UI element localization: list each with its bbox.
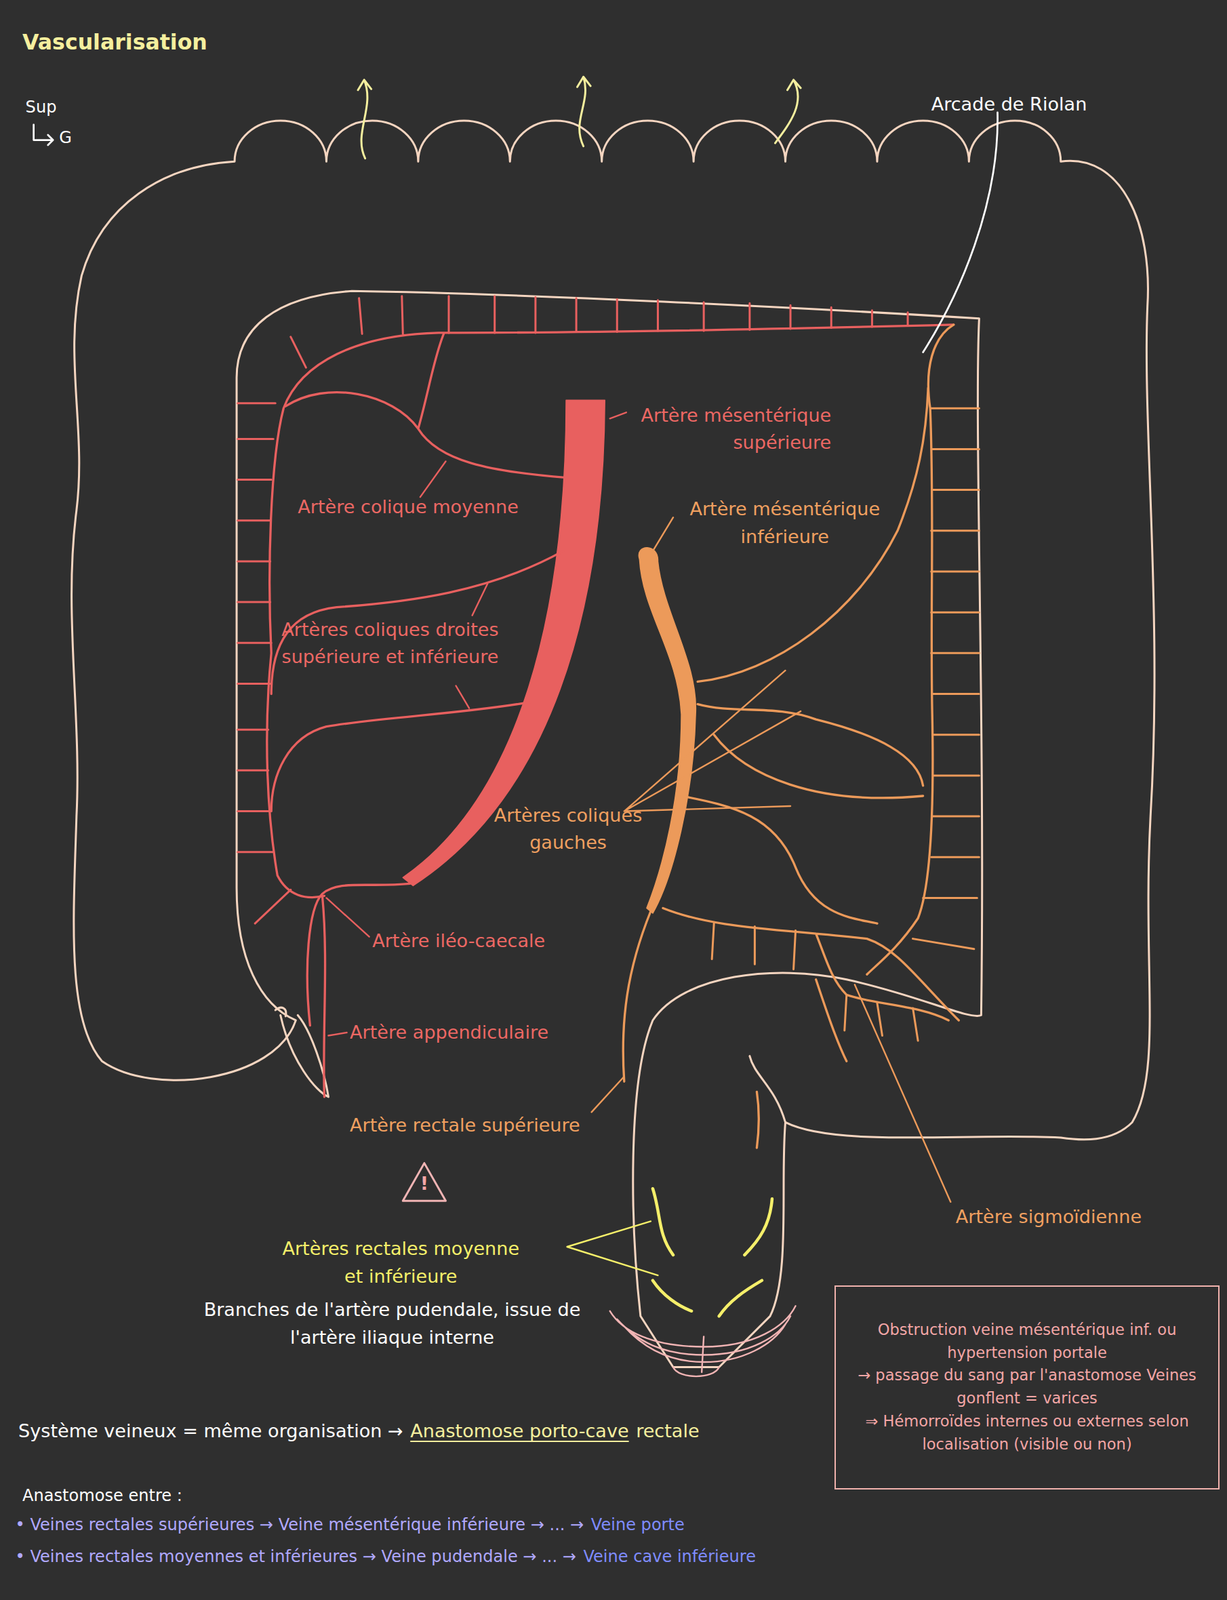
annotation-label: ! — [414, 1170, 435, 1198]
text-row: • Veines rectales moyennes et inférieure… — [15, 1544, 756, 1569]
left-colic-arteries — [681, 387, 929, 924]
annotation-label: Anastomose entre : — [22, 1483, 183, 1508]
superior-rectal-artery — [622, 911, 759, 1148]
note-text: → passage du sang par l'anastomose Veine… — [848, 1363, 1207, 1411]
annotation-label: Artères coliques gauches — [486, 801, 651, 857]
annotation-label: Artère colique moyenne — [297, 493, 518, 522]
marginal-arcade-left — [867, 324, 954, 975]
text-row: • Veines rectales supérieures → Veine mé… — [15, 1512, 685, 1537]
yellow-leader-lines — [567, 1220, 659, 1276]
ileocecal-artery — [307, 883, 411, 1097]
colon-outline — [71, 120, 1155, 1368]
annotation-label: Sup — [25, 94, 57, 120]
annotation-label: Artères coliques droites supérieure et i… — [275, 616, 506, 672]
annotation-label: Artère iléo-caecale — [372, 927, 546, 956]
note-text: ⇒ Hémorroïdes internes ou externes selon… — [848, 1410, 1207, 1457]
marginal-arcade-right — [267, 324, 954, 898]
right-colic-arteries — [271, 551, 563, 812]
annotation-label: Artère appendiculaire — [349, 1018, 549, 1047]
annotation-label: Veine porte — [591, 1512, 685, 1537]
annotation-label: Veine cave inférieure — [582, 1544, 756, 1569]
annotation-label: Arcade de Riolan — [931, 90, 1088, 119]
warning-triangle — [402, 1163, 446, 1202]
anal-sphincter — [610, 1305, 796, 1377]
annotation-label: Branches de l'artère pudendale, issue de… — [190, 1296, 594, 1352]
annotation-label: Anastomose porto-cave — [410, 1417, 629, 1446]
annotation-label: • Veines rectales supérieures → Veine mé… — [15, 1512, 585, 1537]
annotation-label: Artère mésentérique inférieure — [675, 495, 895, 551]
diagram-title: Vascularisation — [22, 26, 208, 59]
annotation-label: Système veineux = même organisation → — [18, 1417, 404, 1446]
note-box: Obstruction veine mésentérique inf. ou h… — [834, 1285, 1221, 1490]
annotation-label: • Veines rectales moyennes et inférieure… — [15, 1544, 577, 1569]
note-text: Obstruction veine mésentérique inf. ou h… — [848, 1318, 1207, 1365]
sigmoid-arteries — [662, 907, 959, 1061]
annotation-label: Artère rectale supérieure — [349, 1111, 581, 1140]
annotation-label: rectale — [635, 1417, 699, 1446]
orientation-arrow — [33, 124, 54, 146]
orange-leader-lines — [591, 517, 952, 1202]
sigmoid-fold — [749, 1056, 786, 1123]
annotation-label: Artère mésentérique supérieure — [596, 401, 832, 457]
annotation-label: G — [58, 125, 72, 150]
annotation-label: Artère sigmoïdienne — [955, 1203, 1142, 1232]
flow-arrows — [357, 76, 801, 158]
middle-colic-artery — [285, 333, 567, 478]
ileum-stub — [275, 1007, 287, 1017]
inferior-mesenteric-trunk — [638, 547, 696, 914]
riolan-leader — [923, 112, 998, 353]
text-row: Système veineux = même organisation →Ana… — [18, 1417, 700, 1446]
annotation-label: Artères rectales moyenne et inférieure — [275, 1235, 527, 1291]
middle-inferior-rectal-arteries — [652, 1188, 773, 1316]
appendix-outline — [280, 1014, 329, 1097]
vasa-recta-red — [237, 296, 909, 924]
